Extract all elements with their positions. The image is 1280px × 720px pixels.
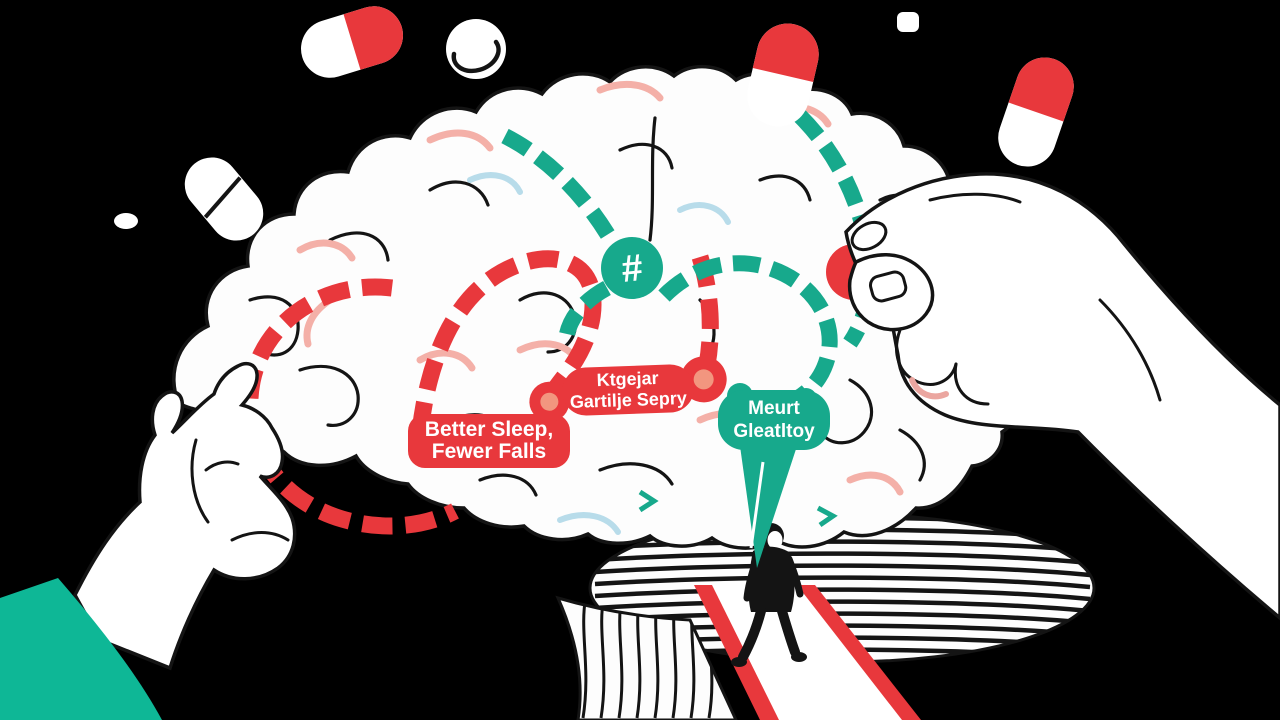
walking-person — [731, 523, 807, 667]
small-white-square-pill — [897, 12, 919, 32]
capsule-white-left — [184, 157, 264, 241]
road-red-stripes — [694, 585, 921, 720]
benefit-line2: Fewer Falls — [432, 440, 546, 463]
right-hand — [844, 172, 1280, 621]
thumb-fingernail — [868, 270, 908, 303]
teal-bubble: Meurt Gleatltoy — [718, 383, 830, 568]
right-hand-creases — [895, 192, 1162, 406]
teal-bubble-line2: Gleatltoy — [733, 421, 815, 442]
capsule-red-white-top — [747, 23, 819, 127]
left-hand-creases — [190, 438, 290, 542]
teal-bubble-tail — [740, 443, 798, 568]
capsule-red-white-topleft — [301, 6, 403, 78]
left-hand-outline — [73, 361, 297, 671]
curled-fingernail-accent — [909, 377, 949, 400]
tablet-white — [446, 19, 506, 79]
red-bubble-line1: Ktgejar — [596, 368, 659, 390]
hash-symbol: # — [619, 247, 644, 291]
index-fingernail — [850, 220, 888, 252]
teal-bubble-line1: Meurt — [748, 398, 800, 419]
benefit-line1: Better Sleep, — [425, 418, 553, 441]
small-white-oval-pill — [114, 213, 138, 229]
red-bubble: Ktgejar Gartilje Sepry — [529, 356, 727, 422]
left-hand — [0, 361, 297, 720]
red-bubble-line2: Gartilje Sepry — [570, 388, 688, 412]
hash-badge: # — [601, 237, 663, 299]
person-face — [767, 531, 783, 549]
capsule-red-white-topright — [998, 57, 1074, 167]
teal-chevrons — [638, 489, 838, 528]
teal-sleeve — [0, 578, 162, 720]
benefit-bubble: Better Sleep, Fewer Falls — [408, 414, 570, 468]
